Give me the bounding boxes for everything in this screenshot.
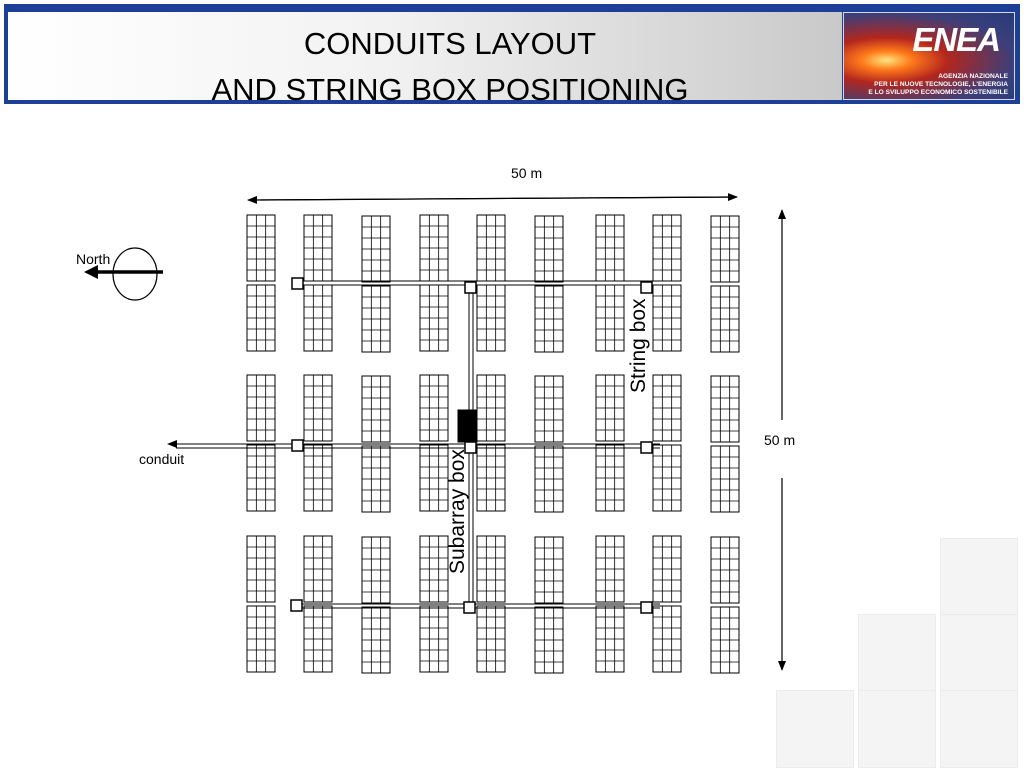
- pv-panel: [419, 444, 449, 512]
- conduit-row-2: [298, 443, 660, 449]
- top-dimension-arrow-right: [259, 193, 738, 202]
- pv-panel: [246, 214, 276, 282]
- pv-panel: [710, 375, 740, 443]
- string-box-label: String box: [627, 298, 650, 393]
- title-bar-background: [8, 12, 842, 100]
- pv-panel: [534, 215, 564, 283]
- logo-subtitle-2: PER LE NUOVE TECNOLOGIE, L'ENERGIA: [874, 81, 1008, 88]
- pv-panel: [595, 535, 625, 603]
- decor-tile: [940, 690, 1018, 768]
- conduit-row-1: [298, 280, 660, 286]
- pv-panel: [710, 445, 740, 513]
- pv-panel: [595, 374, 625, 442]
- pv-panel: [419, 284, 449, 352]
- pv-panel: [419, 374, 449, 442]
- pv-panel: [476, 284, 506, 352]
- logo-subtitle-1: AGENZIA NAZIONALE: [938, 73, 1008, 80]
- pv-panel: [246, 444, 276, 512]
- decor-tile: [940, 614, 1018, 692]
- pv-panel: [246, 284, 276, 352]
- pv-panel: [476, 444, 506, 512]
- string-box: [290, 599, 303, 612]
- pv-panel: [595, 444, 625, 512]
- string-box: [640, 281, 653, 294]
- pv-panel: [303, 605, 333, 673]
- pv-panel: [361, 536, 391, 604]
- top-dimension-label: 50 m: [511, 165, 543, 181]
- pv-panel: [361, 215, 391, 283]
- pv-panel: [534, 285, 564, 353]
- pv-panel: [710, 215, 740, 283]
- pv-panel: [419, 214, 449, 282]
- pv-panel: [419, 605, 449, 673]
- compass-circle: [112, 247, 158, 301]
- pv-panel: [419, 535, 449, 603]
- pv-panel: [303, 374, 333, 442]
- compass-north-arrowhead: [84, 265, 98, 279]
- pv-panel: [246, 374, 276, 442]
- pv-panel: [534, 606, 564, 674]
- pv-panel: [476, 374, 506, 442]
- pv-panel: [710, 536, 740, 604]
- pv-panel: [534, 445, 564, 513]
- conduit-row-3: [298, 603, 660, 609]
- logo-brand-text: ENEA: [912, 21, 1001, 58]
- pv-panel: [595, 214, 625, 282]
- pv-panel: [303, 284, 333, 352]
- slide-title-line-1: CONDUITS LAYOUT: [303, 26, 597, 61]
- conduit-network: [167, 277, 660, 614]
- slide-title-line-2: AND STRING BOX POSITIONING: [211, 72, 689, 107]
- pv-panel: [476, 535, 506, 603]
- pv-panel: [652, 284, 682, 352]
- north-label: North: [76, 251, 111, 267]
- string-box: [291, 277, 304, 290]
- pv-panel: [595, 284, 625, 352]
- pv-panel: [652, 444, 682, 512]
- decor-tile: [858, 690, 936, 768]
- pv-panel: [361, 445, 391, 513]
- conduit-label: conduit: [139, 451, 185, 467]
- string-box: [464, 281, 477, 294]
- pv-panel: [652, 374, 682, 442]
- string-box: [291, 439, 304, 452]
- pv-panel: [361, 606, 391, 674]
- pv-panel: [652, 535, 682, 603]
- pv-panel: [303, 444, 333, 512]
- pv-panel: [595, 605, 625, 673]
- decor-tile: [776, 690, 854, 768]
- pv-panel: [476, 605, 506, 673]
- pv-panel: [710, 606, 740, 674]
- pv-panel-field: [246, 214, 740, 674]
- north-compass: [84, 247, 163, 301]
- dimension-lines: [247, 193, 786, 671]
- subarray-box: [457, 409, 478, 443]
- right-dimension-label: 50 m: [764, 432, 796, 448]
- decor-tile: [940, 538, 1018, 616]
- string-box: [640, 601, 653, 614]
- pv-panel: [710, 285, 740, 353]
- pv-panel: [246, 605, 276, 673]
- pv-panel: [361, 285, 391, 353]
- pv-panel: [246, 535, 276, 603]
- pv-panel: [303, 214, 333, 282]
- pv-panel: [361, 375, 391, 443]
- pv-panel: [476, 214, 506, 282]
- pv-panel: [534, 536, 564, 604]
- logo-subtitle-3: E LO SVILUPPO ECONOMICO SOSTENIBILE: [868, 89, 1008, 96]
- pv-panel: [652, 214, 682, 282]
- pv-panel: [652, 605, 682, 673]
- subarray-box-label: Subarray box: [446, 449, 469, 574]
- enea-logo: ENEA AGENZIA NAZIONALE PER LE NUOVE TECN…: [843, 12, 1015, 100]
- string-box: [640, 441, 653, 454]
- string-box: [463, 601, 476, 614]
- pv-panel: [303, 535, 333, 603]
- pv-panel: [534, 375, 564, 443]
- decor-tile: [858, 614, 936, 692]
